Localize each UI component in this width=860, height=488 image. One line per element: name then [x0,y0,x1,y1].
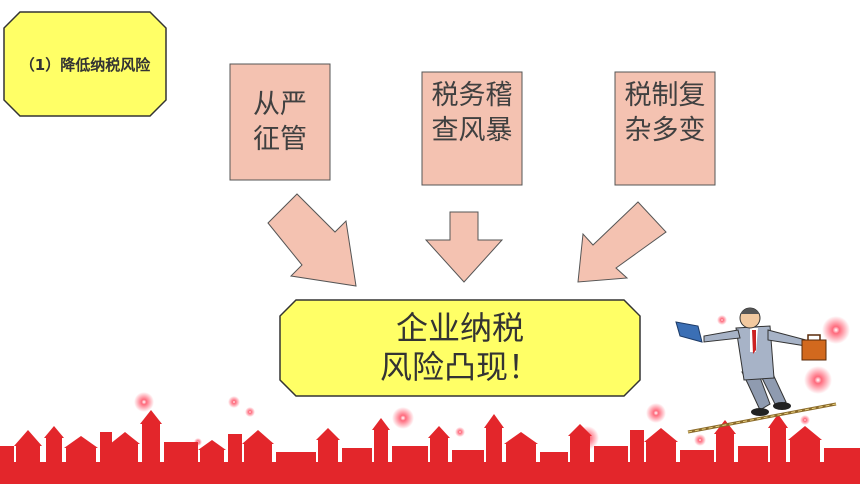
factor-box-shape-2 [421,71,523,186]
tightrope-walker-illustration [675,307,837,434]
factor-box-tax-audit-storm: 税务稽 查风暴 [431,79,513,146]
result-box-shape [279,299,641,397]
factor-box-complex-tax-system: 税制复 杂多变 [624,79,706,146]
factor-box-strict-enforcement: 从严 征管 [253,88,307,155]
section-label: （1）降低纳税风险 [19,55,151,74]
section-label-shape [3,11,167,117]
sparkles [80,315,850,450]
city-skyline [0,410,860,484]
arrow-down-left [577,201,667,283]
result-box: 企业纳税 风险凸现！ [379,308,540,386]
arrow-down-right [267,193,357,287]
arrow-down [424,211,504,283]
factor-box-shape-1 [229,63,331,181]
factor-box-shape-3 [614,71,716,186]
